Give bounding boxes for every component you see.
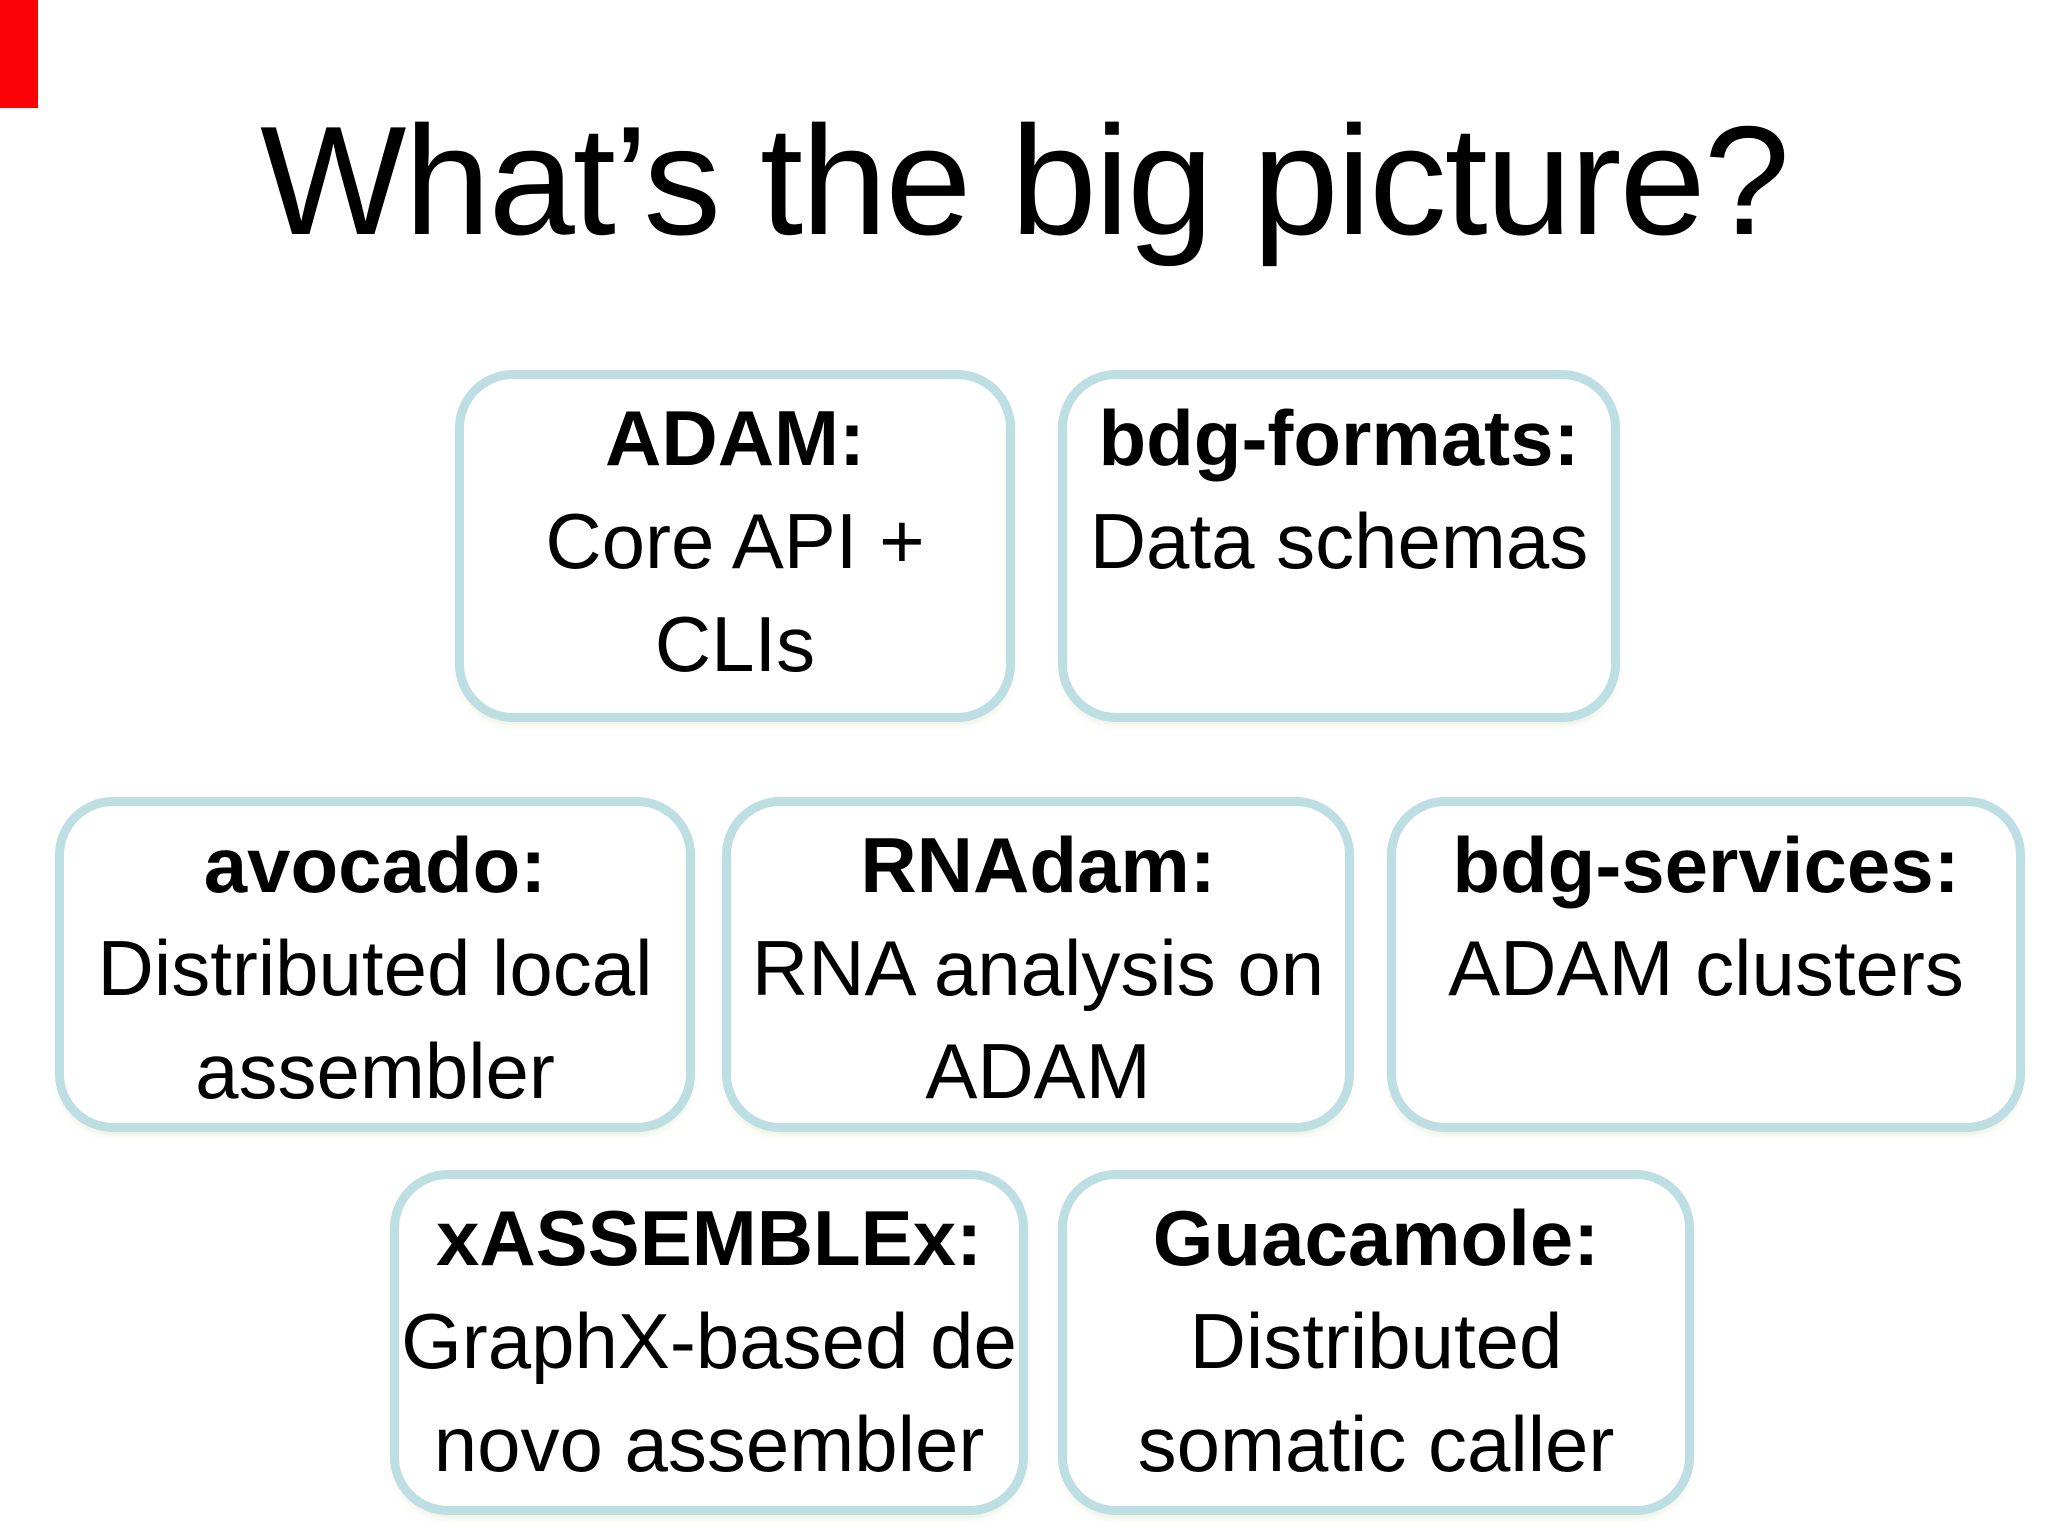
box-guacamole: Guacamole: Distributed somatic caller: [1058, 1170, 1694, 1515]
box-bdg-formats-name: bdg-formats:: [1098, 394, 1580, 482]
box-rnadam-line-1: RNA analysis on: [751, 924, 1325, 1012]
box-guacamole-line-1: Distributed: [1189, 1297, 1563, 1385]
box-xassemblex-line-2: novo assembler: [433, 1400, 985, 1488]
box-rnadam: RNAdam: RNA analysis on ADAM: [722, 797, 1354, 1132]
red-marker-bar: [0, 0, 38, 108]
box-rnadam-line-2: ADAM: [925, 1027, 1151, 1115]
box-guacamole-name: Guacamole:: [1152, 1194, 1600, 1282]
box-avocado-name: avocado:: [203, 821, 547, 909]
box-bdg-formats-line-1: Data schemas: [1089, 497, 1589, 585]
box-bdg-services-line-1: ADAM clusters: [1448, 924, 1964, 1012]
box-bdg-services-name: bdg-services:: [1452, 821, 1960, 909]
box-xassemblex-name: xASSEMBLEx:: [435, 1194, 983, 1282]
box-xassemblex: xASSEMBLEx: GraphX-based de novo assembl…: [390, 1170, 1028, 1515]
box-adam-line-1: Core API +: [545, 497, 925, 585]
box-guacamole-line-2: somatic caller: [1137, 1400, 1615, 1488]
box-avocado-line-1: Distributed local: [97, 924, 653, 1012]
box-avocado-line-2: assembler: [195, 1027, 555, 1115]
box-bdg-formats: bdg-formats: Data schemas: [1058, 370, 1620, 722]
box-adam: ADAM: Core API + CLIs: [455, 370, 1015, 722]
box-rnadam-name: RNAdam:: [860, 821, 1216, 909]
slide-title: What’s the big picture?: [260, 94, 1790, 267]
box-bdg-services: bdg-services: ADAM clusters: [1387, 797, 2025, 1132]
box-xassemblex-line-1: GraphX-based de: [401, 1297, 1017, 1385]
box-adam-line-2: CLIs: [654, 600, 816, 688]
box-avocado: avocado: Distributed local assembler: [55, 797, 695, 1132]
box-adam-name: ADAM:: [605, 394, 865, 482]
